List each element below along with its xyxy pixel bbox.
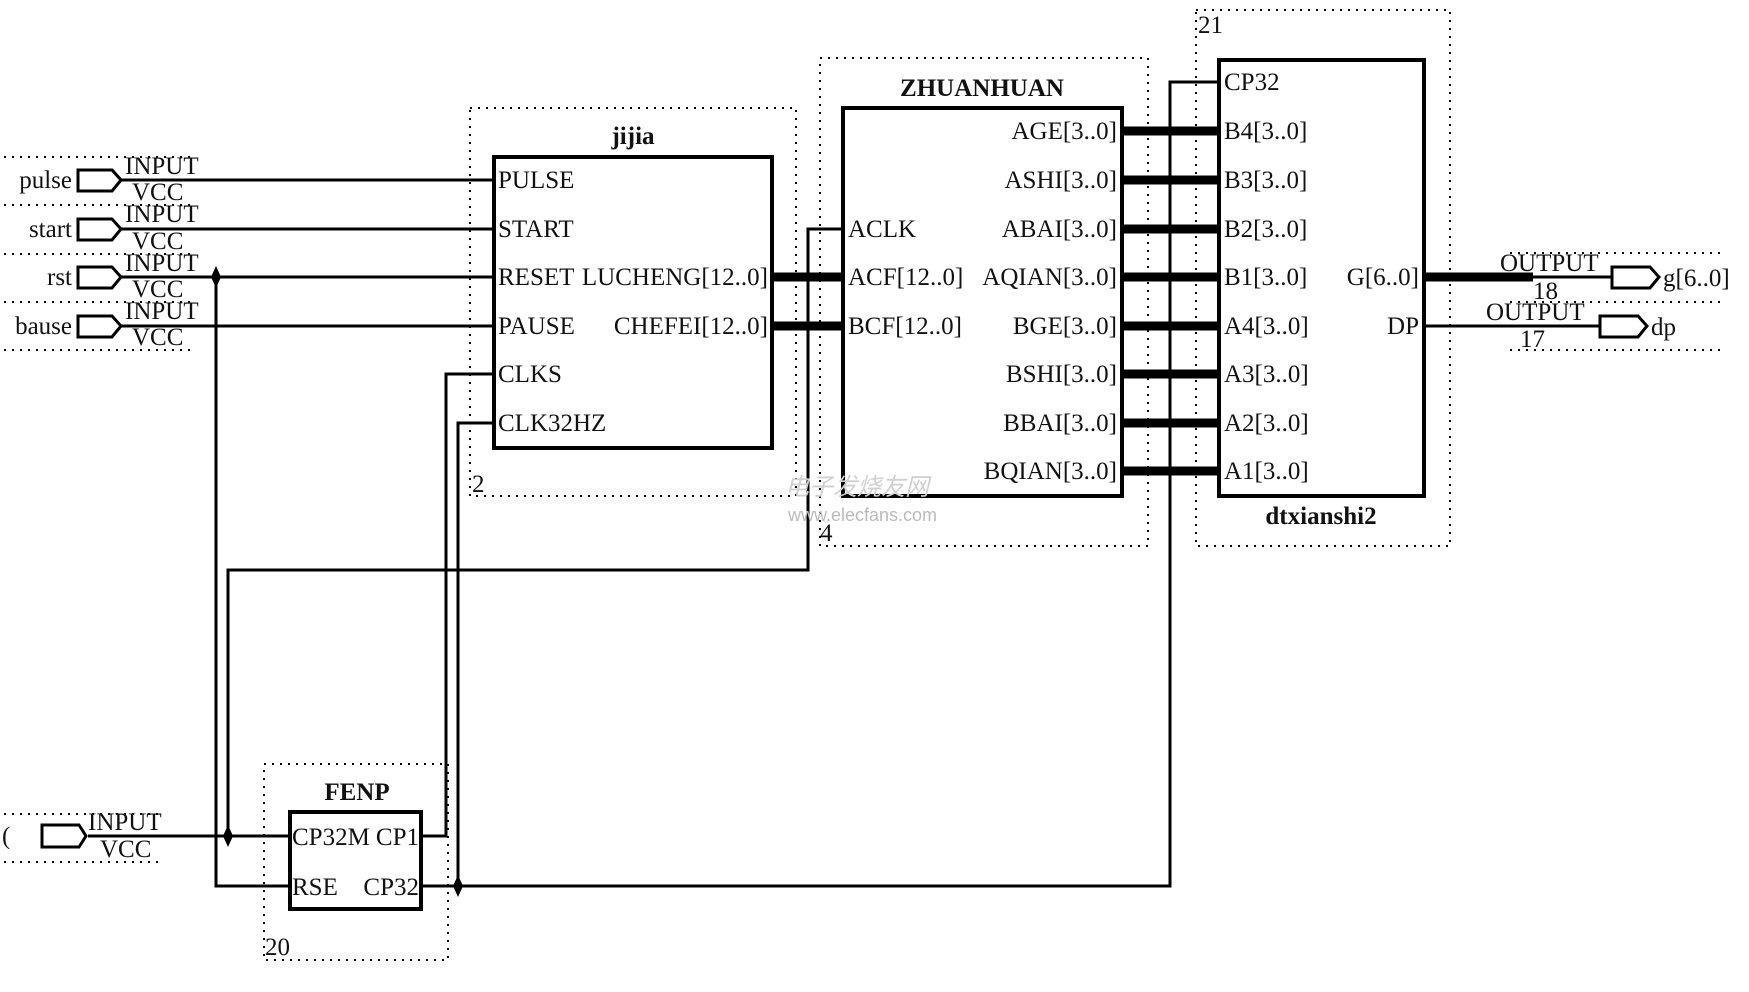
svg-text:BCF[12..0]: BCF[12..0]	[848, 313, 962, 340]
wires	[88, 80, 1612, 897]
input-pin-start[interactable]: start INPUT VCC	[29, 201, 199, 255]
svg-text:17: 17	[1520, 326, 1545, 353]
watermark-cn: 电子发烧友网	[785, 473, 932, 501]
svg-text:INPUT: INPUT	[125, 250, 199, 277]
svg-text:BSHI[3..0]: BSHI[3..0]	[1006, 361, 1117, 388]
port-label: PULSE	[498, 167, 574, 194]
svg-text:B2[3..0]: B2[3..0]	[1224, 216, 1307, 243]
junction-rst	[211, 266, 221, 288]
svg-text:CLKS: CLKS	[498, 361, 562, 388]
svg-text:A3[3..0]: A3[3..0]	[1224, 361, 1309, 388]
input-default: VCC	[132, 179, 183, 206]
svg-text:18: 18	[1533, 278, 1558, 305]
block-dtxianshi2[interactable]: CP32 B4[3..0] B3[3..0] B2[3..0] B1[3..0]…	[1198, 12, 1426, 530]
svg-text:VCC: VCC	[132, 324, 183, 351]
wire-rst-to-rse	[214, 277, 290, 888]
svg-text:START: START	[498, 216, 574, 243]
svg-text:CP32: CP32	[363, 874, 419, 901]
svg-text:dtxianshi2: dtxianshi2	[1265, 503, 1376, 530]
svg-text:RESET: RESET	[498, 264, 574, 291]
instance-number: 2	[472, 471, 485, 498]
svg-text:PAUSE: PAUSE	[498, 313, 575, 340]
svg-text:OUTPUT: OUTPUT	[1500, 250, 1599, 277]
svg-text:CLK32HZ: CLK32HZ	[498, 410, 606, 437]
svg-text:B4[3..0]: B4[3..0]	[1224, 118, 1307, 145]
input-type: INPUT	[125, 153, 199, 180]
junction-cp32	[453, 875, 463, 897]
svg-text:dp: dp	[1651, 314, 1676, 341]
svg-text:rst: rst	[47, 264, 72, 291]
watermark-url: www.elecfans.com	[787, 505, 937, 525]
svg-text:BBAI[3..0]: BBAI[3..0]	[1003, 410, 1117, 437]
output-pin-g[interactable]: g[6..0] OUTPUT 18	[1500, 250, 1730, 305]
svg-text:INPUT: INPUT	[88, 809, 162, 836]
jijia-frame	[469, 107, 797, 497]
svg-text:ACLK: ACLK	[848, 216, 916, 243]
svg-text:CP32M: CP32M	[292, 824, 370, 851]
svg-text:4: 4	[820, 520, 833, 547]
svg-text:DP: DP	[1387, 313, 1419, 340]
svg-text:OUTPUT: OUTPUT	[1486, 299, 1585, 326]
output-pins: g[6..0] OUTPUT 18 dp OUTPUT 17	[1486, 250, 1730, 353]
svg-text:RSE: RSE	[292, 874, 338, 901]
svg-text:A2[3..0]: A2[3..0]	[1224, 410, 1309, 437]
svg-text:AGE[3..0]: AGE[3..0]	[1011, 118, 1117, 145]
svg-text:B3[3..0]: B3[3..0]	[1224, 167, 1307, 194]
svg-text:A4[3..0]: A4[3..0]	[1224, 313, 1309, 340]
input-pins: pulse INPUT VCC start INPUT VCC rst INPU…	[2, 153, 199, 863]
svg-text:BGE[3..0]: BGE[3..0]	[1013, 313, 1117, 340]
wire-cp32	[421, 80, 1219, 888]
block-zhuanhuan[interactable]: ZHUANHUAN ACLK ACF[12..0] BCF[12..0] AGE…	[820, 75, 1124, 547]
svg-text:start: start	[29, 216, 72, 243]
watermark: 电子发烧友网 www.elecfans.com	[785, 473, 937, 525]
svg-text:g[6..0]: g[6..0]	[1663, 265, 1730, 292]
input-pin-pulse[interactable]: pulse INPUT VCC	[19, 153, 198, 206]
input-name: pulse	[19, 167, 72, 194]
svg-text:INPUT: INPUT	[125, 298, 199, 325]
svg-text:ZHUANHUAN: ZHUANHUAN	[900, 75, 1064, 102]
input-pin-clk[interactable]: ( INPUT VCC	[2, 809, 162, 863]
svg-text:BQIAN[3..0]: BQIAN[3..0]	[984, 458, 1117, 485]
junction-clk	[223, 825, 233, 847]
input-pin-bause[interactable]: bause INPUT VCC	[15, 298, 199, 351]
wire-cp1-clks	[421, 372, 494, 838]
svg-text:VCC: VCC	[132, 228, 183, 255]
svg-text:CP1: CP1	[376, 824, 419, 851]
svg-text:G[6..0]: G[6..0]	[1347, 264, 1419, 291]
svg-text:AQIAN[3..0]: AQIAN[3..0]	[982, 264, 1117, 291]
block-fenp[interactable]: FENP CP32M RSE CP1 CP32 20	[265, 779, 423, 961]
block-title: jijia	[610, 123, 655, 150]
svg-text:A1[3..0]: A1[3..0]	[1224, 458, 1309, 485]
svg-text:VCC: VCC	[132, 276, 183, 303]
svg-text:VCC: VCC	[100, 836, 151, 863]
svg-text:(: (	[2, 823, 10, 850]
svg-text:20: 20	[265, 934, 290, 961]
input-pin-rst[interactable]: rst INPUT VCC	[47, 250, 199, 303]
svg-text:CHEFEI[12..0]: CHEFEI[12..0]	[614, 313, 768, 340]
svg-text:INPUT: INPUT	[125, 201, 199, 228]
svg-text:FENP: FENP	[324, 779, 389, 806]
svg-text:21: 21	[1198, 12, 1223, 39]
svg-text:CP32: CP32	[1224, 69, 1280, 96]
svg-text:B1[3..0]: B1[3..0]	[1224, 264, 1307, 291]
wire-cp32-clk32hz	[456, 421, 494, 886]
wire-aclk	[226, 227, 843, 836]
block-jijia[interactable]: jijia PULSE START RESET PAUSE CLKS CLK32…	[472, 123, 774, 498]
svg-text:LUCHENG[12..0]: LUCHENG[12..0]	[582, 264, 768, 291]
svg-text:bause: bause	[15, 313, 72, 340]
svg-text:ABAI[3..0]: ABAI[3..0]	[1002, 216, 1117, 243]
svg-text:ACF[12..0]: ACF[12..0]	[848, 264, 963, 291]
fenp-frame	[263, 763, 449, 961]
output-pin-dp[interactable]: dp OUTPUT 17	[1486, 299, 1676, 353]
svg-text:ASHI[3..0]: ASHI[3..0]	[1005, 167, 1118, 194]
